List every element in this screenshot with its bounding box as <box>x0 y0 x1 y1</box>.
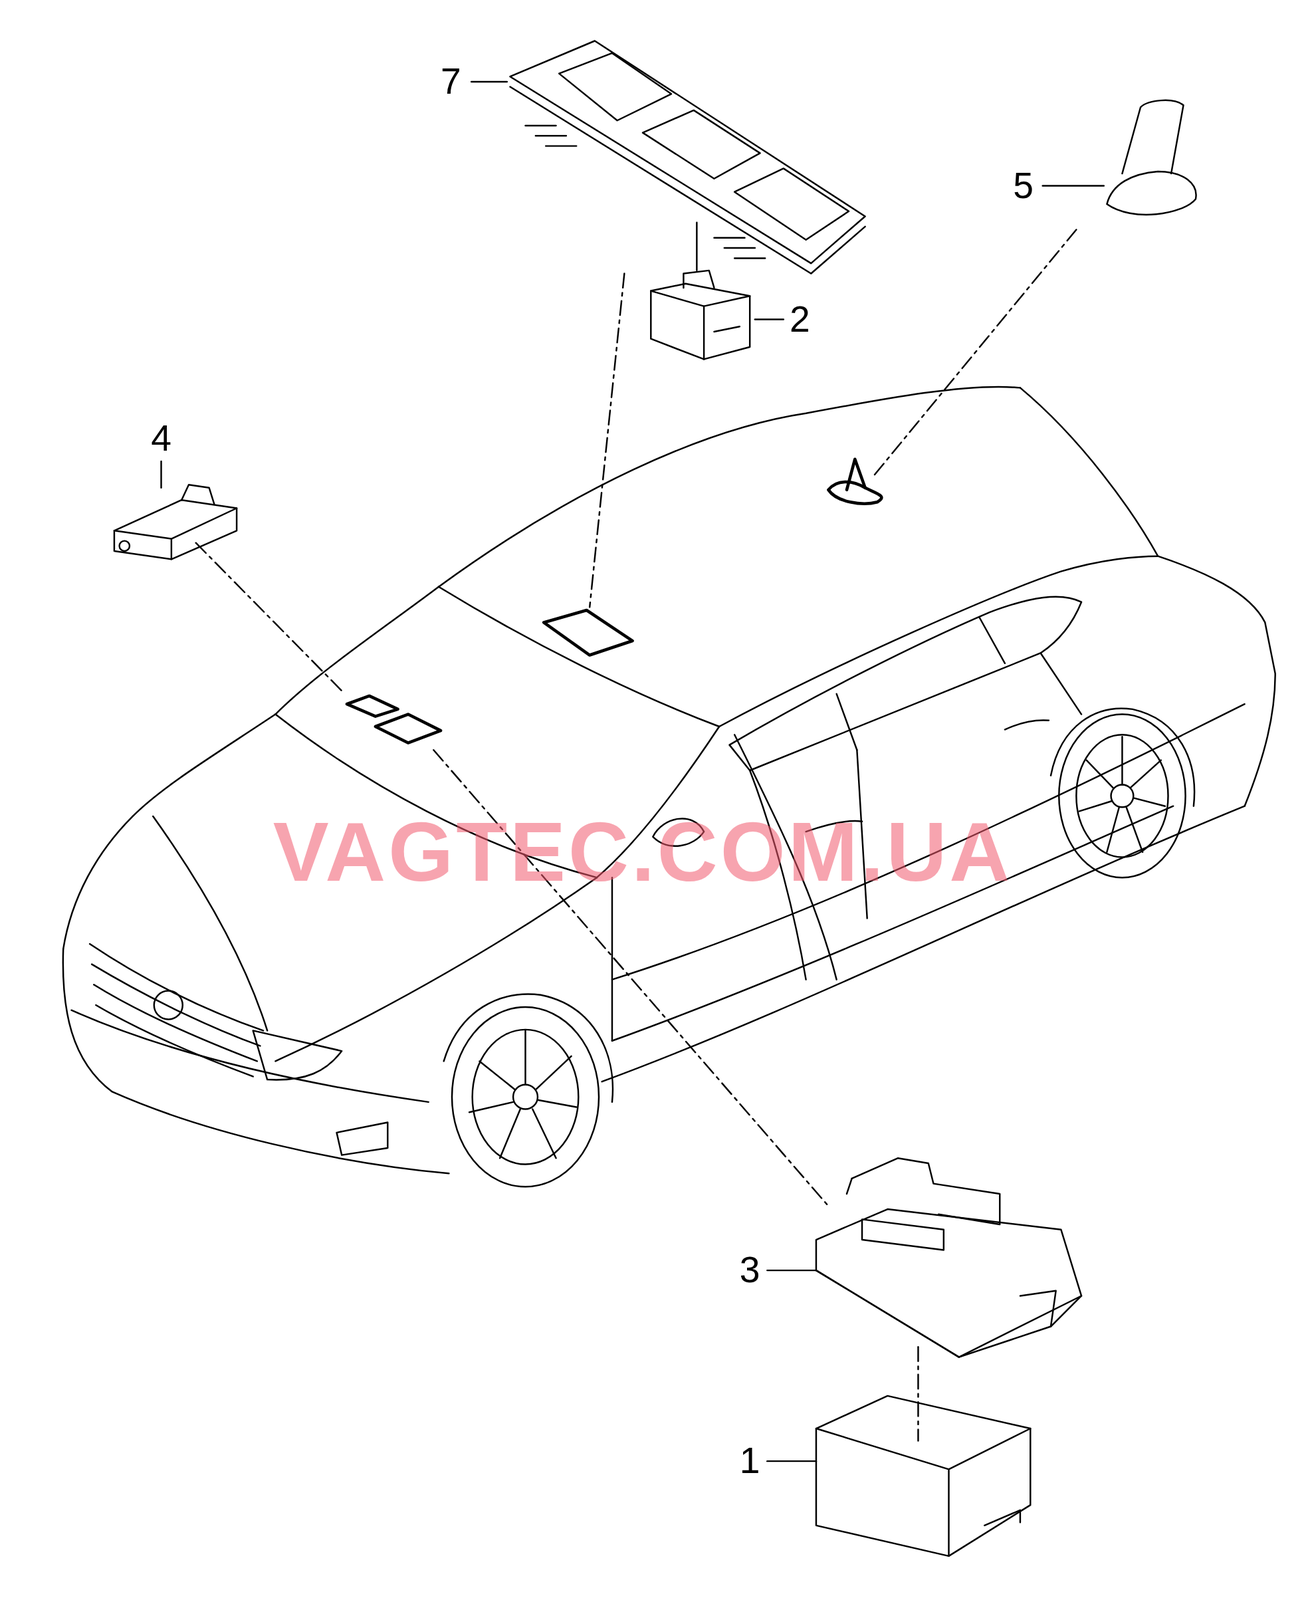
control-unit <box>816 1395 1031 1556</box>
callout-number: 4 <box>150 420 172 457</box>
car-body <box>63 386 1276 1174</box>
wheel <box>1050 708 1195 878</box>
assignment-line <box>196 229 1077 1441</box>
antenna-film <box>509 41 865 274</box>
antenna-connector <box>114 484 237 559</box>
callout-number: 2 <box>789 301 811 338</box>
roof-antenna <box>1106 100 1196 215</box>
antenna-module <box>650 270 750 360</box>
callout-number: 3 <box>739 1251 761 1289</box>
callout-number: 5 <box>1012 167 1034 205</box>
bracket <box>816 1157 1082 1357</box>
location-mark <box>346 459 882 744</box>
wheel <box>443 994 613 1188</box>
callout-number: 7 <box>440 63 462 100</box>
watermark: VAGTEC.COM.UA <box>273 810 1013 894</box>
leader-line <box>161 81 1104 1461</box>
callout-number: 1 <box>739 1442 761 1479</box>
